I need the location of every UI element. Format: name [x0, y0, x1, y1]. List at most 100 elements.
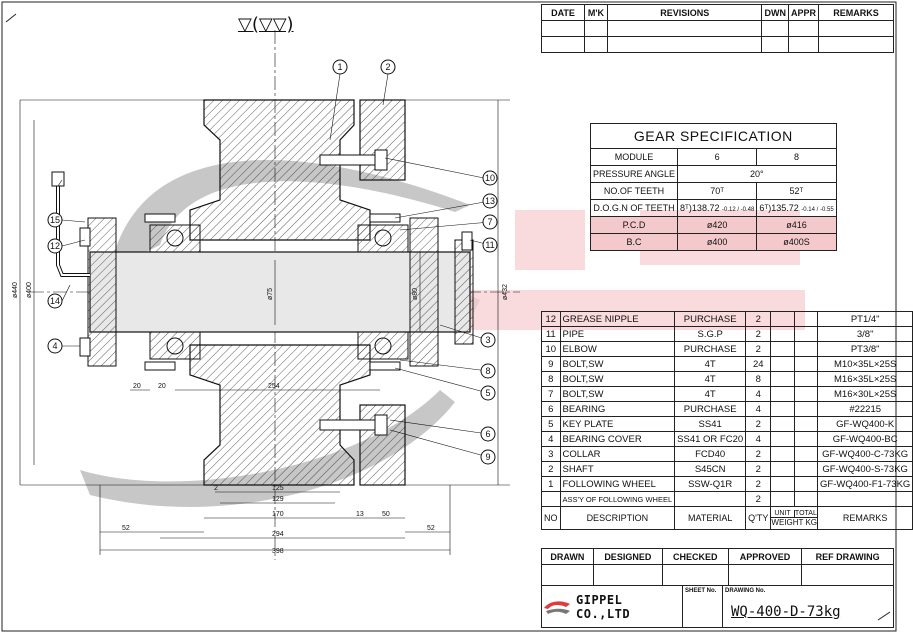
bom-cell-material: SSW-Q1R [674, 476, 747, 492]
gear-spec-value: ø420 [677, 216, 758, 234]
balloon-6: 6 [480, 426, 496, 442]
gear-spec-value: 20° [677, 165, 837, 183]
bom-header-weight-kg: WEIGHT KG [771, 517, 818, 527]
svg-text:7: 7 [487, 217, 492, 227]
bom-cell-material: 4T [674, 371, 747, 387]
sheet-no-cell: SHEET No. [682, 586, 723, 627]
bom-cell-description: GREASE NIPPLE [559, 311, 676, 327]
bom-cell-qty: 2 [745, 311, 772, 327]
drawing-number: WQ-400-D-73kg [731, 604, 841, 620]
bom-cell-qty: 2 [745, 416, 772, 432]
gear-spec-label: PRESSURE ANGLE [589, 165, 679, 183]
svg-text:5: 5 [485, 388, 490, 398]
balloon-3: 3 [480, 332, 496, 348]
bom-cell-remarks: GF-WQ400-BC [817, 431, 913, 447]
bom-cell-total-weight [793, 401, 819, 417]
dim-width-50: 50 [382, 511, 390, 518]
balloon-7: 7 [482, 214, 498, 230]
dogn-tol-a: -0.12 / -0.48 [721, 207, 755, 213]
dim-width-52a: 52 [122, 525, 130, 532]
bom-cell-no: 5 [541, 416, 561, 432]
balloon-9: 9 [480, 449, 496, 465]
dim-width-13: 13 [356, 511, 364, 518]
bom-cell-description: ELBOW [559, 341, 676, 357]
dim-width-52b: 52 [427, 525, 435, 532]
bom-cell-unit-weight [770, 431, 795, 447]
rev-header-date: DATE [541, 4, 585, 21]
bom-cell-remarks [817, 491, 913, 507]
svg-text:8: 8 [485, 366, 490, 376]
svg-text:4: 4 [52, 341, 57, 351]
bom-header-unit: UNIT [771, 509, 795, 517]
dogn-value-a: 8ᵀ)138.72 [680, 203, 720, 213]
bom-cell-qty: 8 [745, 371, 772, 387]
title-header-approved: APPROVED [727, 548, 803, 565]
dim-width-398: 398 [272, 548, 284, 555]
gear-spec-value: 8 [756, 148, 837, 166]
bom-cell-no: 8 [541, 371, 561, 387]
title-header-designed: DESIGNED [592, 548, 663, 565]
bom-cell-unit-weight [770, 476, 795, 492]
rev-header-remarks: REMARKS [818, 4, 894, 21]
bom-cell-description: BOLT,SW [559, 371, 676, 387]
rev-header-revisions: REVISIONS [606, 4, 763, 21]
bom-cell-remarks: M16×30L×25S [817, 386, 913, 402]
company-name: GIPPEL CO.,LTD [576, 592, 631, 621]
gear-spec-label: MODULE [589, 148, 679, 166]
bom-cell-no: 12 [541, 311, 561, 327]
bom-cell-total-weight [793, 341, 819, 357]
bom-cell-remarks: GF-WQ400-F1-73KG [817, 476, 913, 492]
balloon-2: 2 [380, 59, 396, 75]
gear-spec-label: B.C [589, 233, 679, 251]
bom-cell-material [674, 491, 747, 507]
company-logo-icon [544, 600, 570, 614]
bom-cell-no: 1 [541, 476, 561, 492]
bom-cell-qty: 2 [745, 491, 772, 507]
title-header-ref-drawing: REF DRAWING [801, 548, 894, 565]
bom-cell-description: BEARING [559, 401, 676, 417]
title-header-drawn: DRAWN [541, 548, 594, 565]
bom-cell-qty: 24 [745, 356, 772, 372]
corner-mark [5, 13, 891, 621]
gear-spec-value: 8ᵀ)138.72 -0.12 / -0.48 [677, 199, 758, 217]
title-block: DRAWN DESIGNED CHECKED APPROVED REF DRAW… [541, 548, 894, 586]
drawing-no-cell: DRAWING No. WQ-400-D-73kg [722, 586, 895, 627]
rev-header-appr: APPR [787, 4, 820, 21]
bom-cell-no: 9 [541, 356, 561, 372]
bom-cell-total-weight [793, 386, 819, 402]
bom-cell-qty: 2 [745, 461, 772, 477]
bom-cell-material: PURCHASE [674, 311, 747, 327]
bom-cell-material: S45CN [674, 461, 747, 477]
bom-cell-material: 4T [674, 386, 747, 402]
bom-cell-unit-weight [770, 356, 795, 372]
gear-spec-label: D.O.G.N OF TEETH [589, 199, 679, 217]
balloon-14: 14 [47, 293, 63, 309]
rev-header-dwn: DWN [761, 4, 789, 21]
bom-cell-qty: 2 [745, 446, 772, 462]
bom-cell-material: PURCHASE [674, 341, 747, 357]
dim-diameter-80: ø80 [412, 288, 419, 300]
bom-cell-no: 6 [541, 401, 561, 417]
bom-cell-unit-weight [770, 446, 795, 462]
bom-cell-unit-weight [770, 341, 795, 357]
svg-text:13: 13 [485, 196, 495, 206]
dim-diameter-440: ø440 [12, 282, 19, 298]
dim-width-170: 170 [272, 511, 284, 518]
bom-cell-material: SS41 OR FC20 [674, 431, 747, 447]
bom-cell-remarks: PT1/4" [817, 311, 913, 327]
bom-cell-remarks: 3/8" [817, 326, 913, 342]
surface-finish-symbol: ▽(▽▽) [238, 14, 294, 35]
dim-width-20b: 20 [158, 383, 166, 390]
svg-text:11: 11 [485, 240, 494, 250]
gear-spec-value: ø400 [677, 233, 758, 251]
bom-cell-remarks: GF-WQ400-K [817, 416, 913, 432]
bom-cell-remarks: GF-WQ400-C-73KG [817, 446, 913, 462]
balloon-10: 10 [482, 170, 498, 186]
